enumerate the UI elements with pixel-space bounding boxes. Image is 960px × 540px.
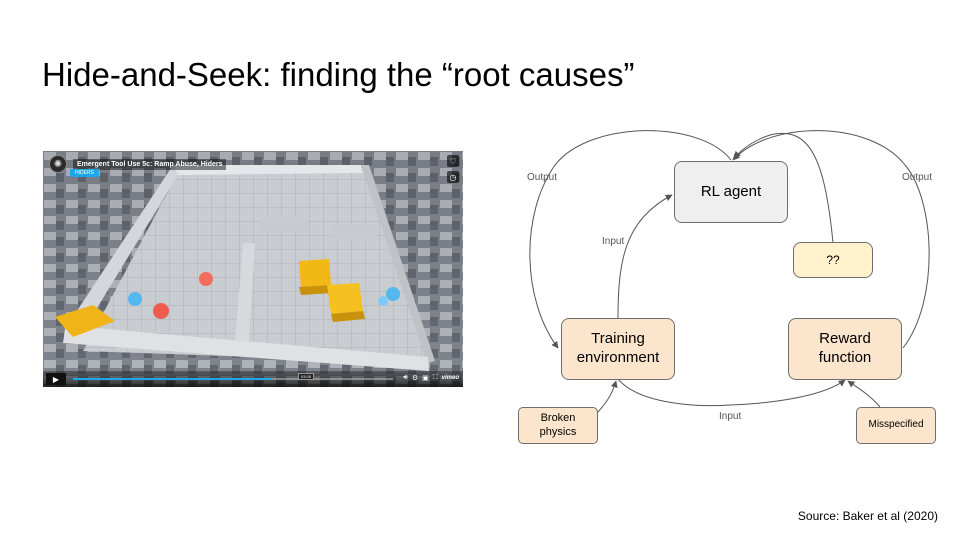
node-broken-line2: physics <box>539 425 577 438</box>
node-unknown: ?? <box>793 242 873 278</box>
settings-gear-icon[interactable]: ⚙ <box>411 375 419 382</box>
node-reward-line2: function <box>818 349 872 366</box>
video-header: ✺ Emergent Tool Use 5c: Ramp Abuse, Hide… <box>49 155 227 173</box>
node-rl-agent: RL agent <box>674 161 788 223</box>
video-title[interactable]: Emergent Tool Use 5c: Ramp Abuse, Hiders <box>73 158 227 170</box>
seek-timestamp: 03:05 <box>298 373 315 380</box>
video-player[interactable]: ✺ Emergent Tool Use 5c: Ramp Abuse, Hide… <box>43 151 463 387</box>
node-misspecified-label: Misspecified <box>868 419 924 431</box>
openai-logo-icon[interactable]: ✺ <box>49 155 67 173</box>
node-training-environment: Training environment <box>561 318 675 380</box>
slide-title: Hide-and-Seek: finding the “root causes” <box>42 56 635 93</box>
volume-icon[interactable]: 🔊︎ <box>403 374 408 381</box>
node-rl-agent-label: RL agent <box>700 182 762 200</box>
node-unknown-label: ?? <box>826 252 840 267</box>
node-training-env-line1: Training <box>591 330 645 348</box>
fullscreen-icon[interactable]: ⛶ <box>432 374 438 381</box>
edge-broken-to-env <box>594 380 618 416</box>
edge-label-output-right: Output <box>902 172 933 183</box>
node-broken-physics: Broken physics <box>518 407 598 444</box>
edge-label-output-left: Output <box>527 172 558 183</box>
video-badge: HIDERS <box>70 169 99 177</box>
edge-label-input-left: Input <box>602 236 625 247</box>
vimeo-logo[interactable]: vimeo <box>441 375 459 381</box>
player-control-icons: 🔊︎ ⚙ ▣ ⛶ vimeo <box>403 374 459 382</box>
source-citation: Source: Baker et al (2020) <box>797 509 938 523</box>
pip-icon[interactable]: ▣ <box>422 375 429 382</box>
edge-input-left <box>617 194 673 319</box>
node-reward-line1: Reward <box>819 330 871 348</box>
video-controls-bar: ▶ 03:05 🔊︎ ⚙ ▣ ⛶ vimeo <box>43 371 463 387</box>
video-frame-scene <box>43 151 463 387</box>
seek-bar[interactable]: 03:05 <box>73 373 393 380</box>
edge-label-input-bottom: Input <box>719 411 742 422</box>
like-heart-icon[interactable]: ♡ <box>447 155 459 167</box>
edge-input-bottom <box>617 378 846 407</box>
seek-bar-progress <box>73 378 272 380</box>
edge-misspecified-to-reward <box>847 380 881 408</box>
node-misspecified: Misspecified <box>856 407 936 444</box>
play-icon: ▶ <box>52 374 60 384</box>
watch-later-clock-icon[interactable]: ◷ <box>447 171 459 183</box>
node-training-env-line2: environment <box>576 349 660 366</box>
video-side-icons: ♡ ◷ <box>447 155 459 183</box>
node-reward-function: Reward function <box>788 318 902 380</box>
play-button[interactable]: ▶ <box>46 373 66 385</box>
node-broken-line1: Broken <box>540 411 576 424</box>
